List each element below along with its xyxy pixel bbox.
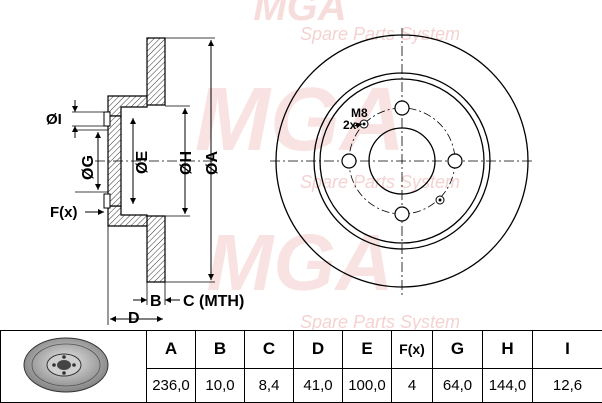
watermark-tagline-top: Spare Parts System — [300, 24, 460, 44]
brake-disc-icon — [14, 331, 134, 397]
value-d: 41,0 — [294, 368, 343, 402]
header-a: A — [147, 331, 196, 369]
dimensions-table: A B C D E F(x) G H I 236,0 10,0 8,4 41,0… — [0, 330, 602, 403]
header-h: H — [483, 331, 533, 369]
value-c: 8,4 — [245, 368, 294, 402]
watermark: MGA Spare Parts System MGA Spare Parts S… — [195, 0, 460, 330]
watermark-brand-middle: MGA — [195, 70, 405, 170]
value-h: 144,0 — [483, 368, 533, 402]
watermark-tagline-bottom: Spare Parts System — [300, 312, 460, 330]
value-g: 64,0 — [433, 368, 483, 402]
value-i: 12,6 — [533, 368, 602, 402]
label-i: ØI — [46, 111, 62, 128]
disc-section-top — [108, 38, 165, 116]
value-f: 4 — [392, 368, 433, 402]
label-a: ØA — [204, 151, 221, 175]
label-d: D — [128, 310, 140, 327]
value-a: 236,0 — [147, 368, 196, 402]
header-c: C — [245, 331, 294, 369]
label-g: ØG — [80, 155, 97, 180]
bolt-hole-section — [104, 112, 110, 126]
label-e: ØE — [134, 151, 151, 174]
value-b: 10,0 — [196, 368, 245, 402]
header-f: F(x) — [392, 331, 433, 369]
bolt-hole-left — [342, 154, 356, 168]
watermark-tagline-middle: Spare Parts System — [300, 172, 460, 192]
label-f: F(x) — [50, 204, 78, 221]
disc-thumbnail — [1, 331, 147, 403]
header-d: D — [294, 331, 343, 369]
label-b: B — [150, 293, 162, 310]
label-c: C (MTH) — [183, 293, 244, 310]
label-bolt-count: 2x — [343, 118, 357, 132]
header-b: B — [196, 331, 245, 369]
value-e: 100,0 — [343, 368, 392, 402]
table-header-row: A B C D E F(x) G H I — [1, 331, 602, 369]
disc-section-bottom — [108, 206, 165, 282]
bolt-hole-top — [395, 101, 409, 115]
bolt-hole-bottom — [395, 207, 409, 221]
label-h: ØH — [178, 151, 195, 175]
header-e: E — [343, 331, 392, 369]
technical-drawing: MGA Spare Parts System MGA Spare Parts S… — [0, 0, 602, 330]
bolt-hole-right — [448, 154, 462, 168]
header-g: G — [433, 331, 483, 369]
header-i: I — [533, 331, 602, 369]
